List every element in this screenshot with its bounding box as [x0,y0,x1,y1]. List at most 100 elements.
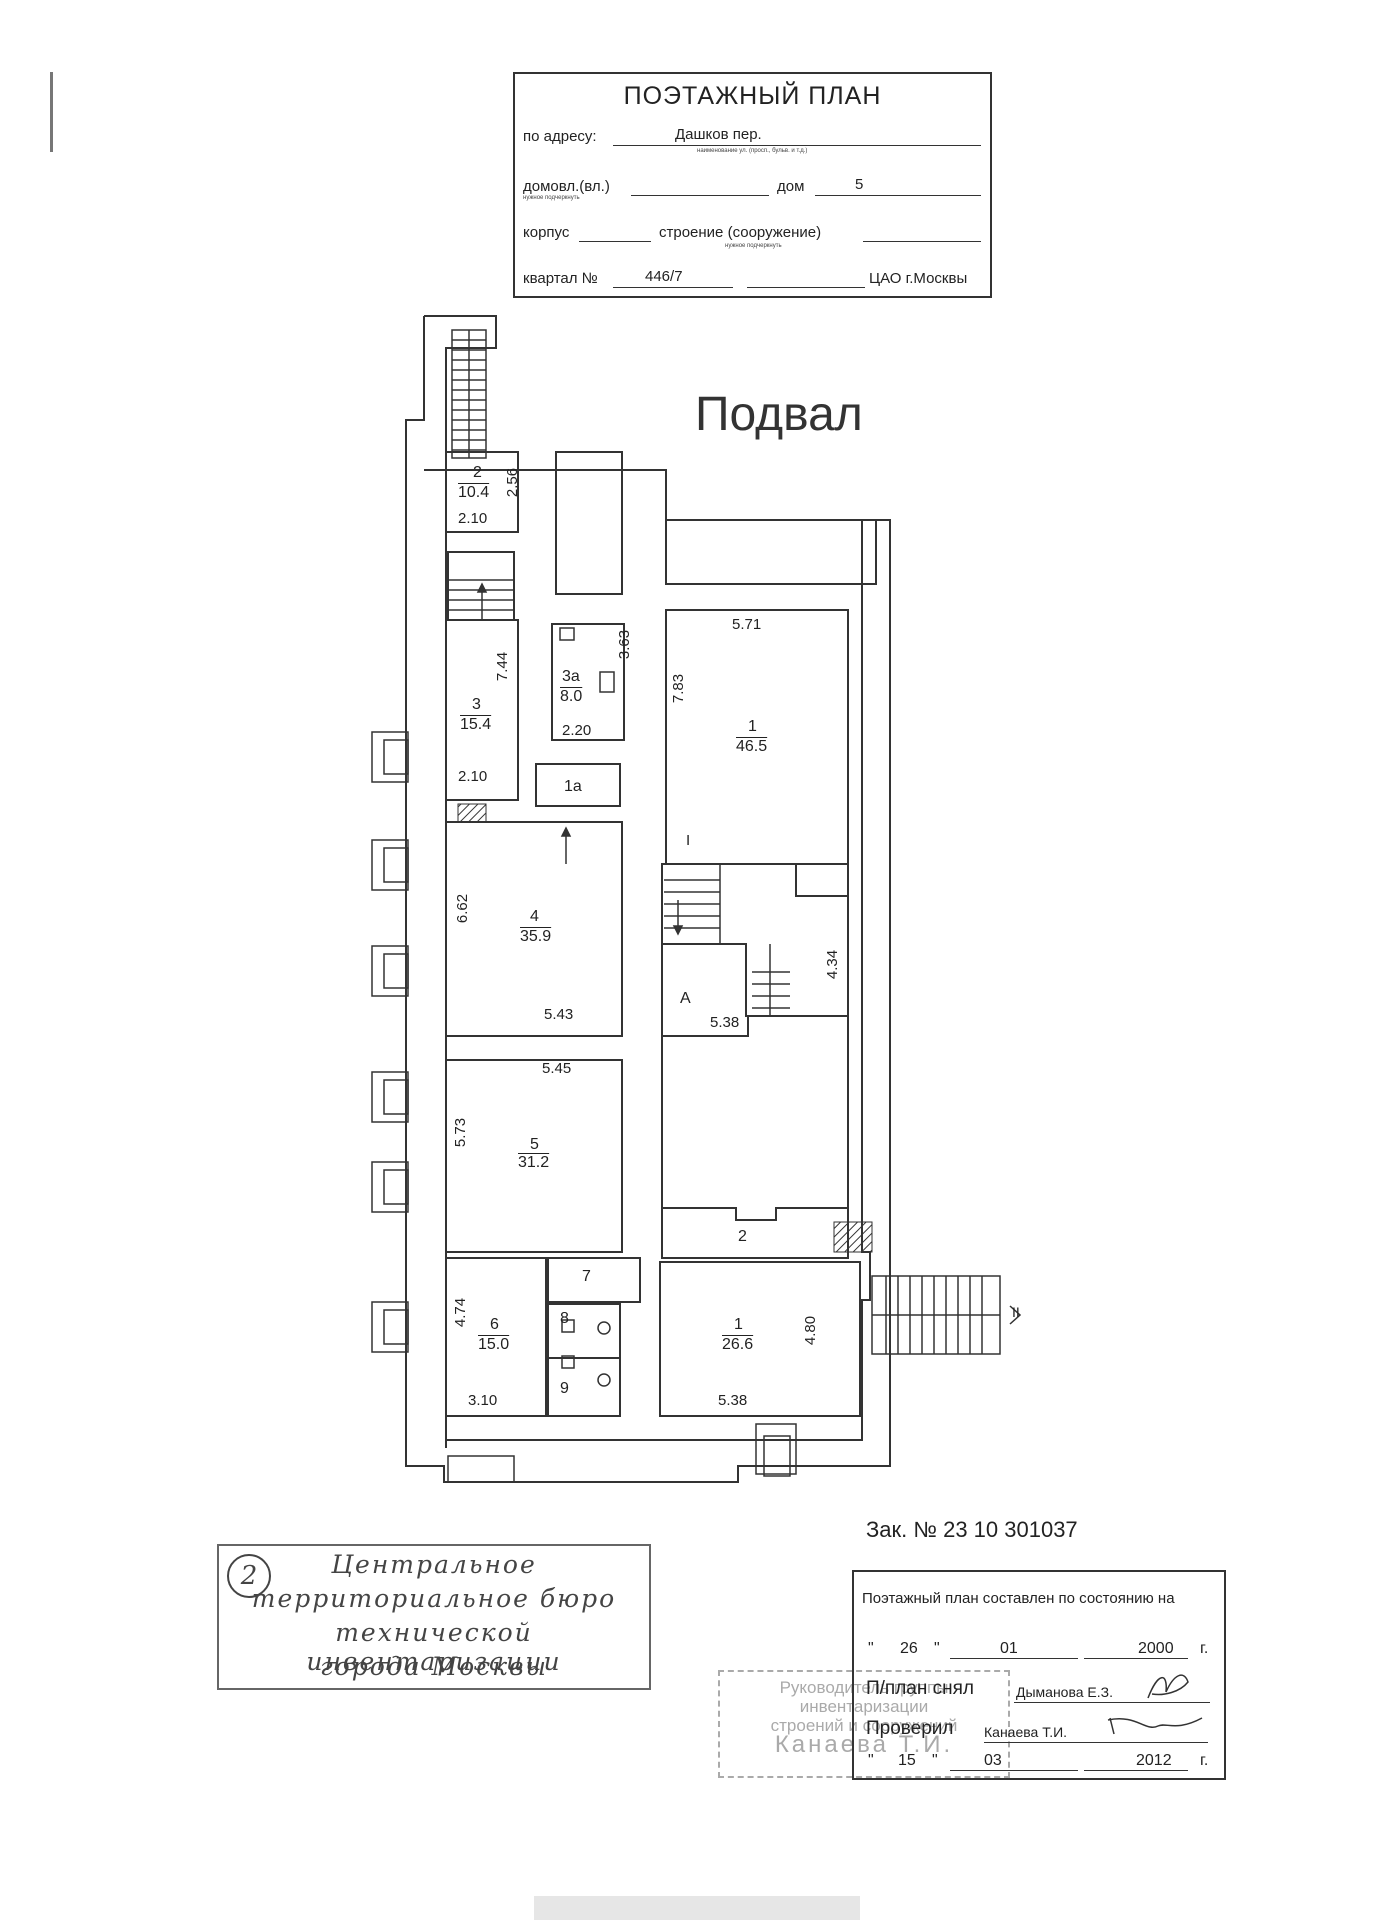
faint-stamp-line: Канаева Т.И. [774,1731,954,1758]
quote-mark: " [868,1752,874,1769]
top-stair [451,329,487,459]
room-area: 26.6 [722,1336,754,1353]
direction-arrows [476,582,684,936]
room-number: 1 [748,718,757,735]
signature [1107,1717,1203,1735]
date-line [950,1658,1078,1659]
room-number: 5 [530,1136,539,1153]
hatched-wall [833,1221,873,1253]
date-line [1084,1658,1188,1659]
room-dimension: 7.83 [670,673,688,704]
room-dimension: 5.45 [542,1060,572,1077]
room-number: 6 [490,1316,499,1333]
room-dimension: 5.38 [710,1014,740,1031]
address-value: Дашков пер. [675,126,762,143]
district-line [747,286,865,288]
address-label: по адресу: [523,128,597,145]
room-number: 9 [560,1380,569,1397]
interior-walls [445,451,877,1417]
faint-stamp-line: Руководитель группы [779,1678,949,1697]
room-dimension: 6.62 [454,893,472,924]
room-number: 1 [734,1316,743,1333]
date1-day: 26 [900,1640,918,1657]
faint-stamp-line: инвентаризации [799,1697,929,1716]
surveyed-label: П/план снял [866,1678,975,1699]
room-dimension: 2.10 [458,768,488,785]
year-suffix: г. [1200,1752,1209,1769]
date-line [1084,1770,1188,1771]
stair-mark: I [686,832,691,849]
room-number: 1а [564,778,582,795]
year-suffix: г. [1200,1640,1209,1657]
kvartal-value: 446/7 [645,268,683,285]
room-dimension: 5.43 [544,1006,574,1023]
room-dimension: 3.63 [616,629,634,660]
header-form: ПОЭТАЖНЫЙ ПЛАН по адресу: Дашков пер. на… [513,72,992,298]
kvartal-label: квартал № [523,270,598,287]
room-dimension: 2.56 [504,467,522,498]
signature [1147,1674,1189,1699]
plan-title: Подвал [695,388,863,441]
hatched-wall [457,803,487,823]
room-number: 2 [738,1228,747,1245]
date1-month: 01 [1000,1640,1018,1657]
room-number: 3а [562,668,580,685]
quote-mark: " [932,1752,938,1769]
room-dimension: 4.74 [452,1297,470,1328]
room-area: 10.4 [458,484,490,501]
room-area: 8.0 [560,688,583,705]
room-area: 35.9 [520,928,552,945]
korpus-label: корпус [523,224,570,241]
faint-stamp-line: строений и сооружений [770,1716,958,1735]
stamp-line: города Москвы [320,1652,548,1681]
room-dimension: 2.20 [562,722,592,739]
stamp-badge: 2 [227,1554,271,1598]
room-dimension: 5.71 [732,616,762,633]
status-box: Поэтажный план составлен по состоянию на… [852,1570,1226,1780]
inner-stairs [448,579,790,1016]
date1-year: 2000 [1138,1640,1174,1657]
date-line [950,1770,1078,1771]
stair-mark: II [1012,1304,1020,1320]
form-title: ПОЭТАЖНЫЙ ПЛАН [623,82,882,110]
status-heading: Поэтажный план составлен по состоянию на [862,1590,1175,1607]
stamp-line: территориальное бюро [251,1584,617,1613]
room-number: 3 [472,696,481,713]
scan-mark [50,72,53,152]
room-area: 15.4 [460,716,492,733]
faint-stamp: Руководитель группы инвентаризации строе… [718,1670,1010,1778]
korpus-line [579,240,651,242]
room-dimension: 4.80 [802,1315,820,1346]
room-number: A [680,990,691,1007]
kvartal-line [613,286,733,288]
dom-line [815,194,981,196]
stamp-line: технической инвентаризации [306,1618,562,1676]
room-area: 31.2 [518,1154,550,1171]
stroenie-label: строение (сооружение) [659,224,822,241]
room-number: 2 [473,464,482,481]
stamp-line: Центральное [331,1550,537,1579]
domovl-line [631,194,769,196]
signature-line [1014,1702,1210,1703]
address-hint: наименование ул. (просп., бульв. и т.д.) [697,148,808,154]
room-number: 4 [530,908,539,925]
stroenie-line [863,240,981,242]
room-area: 46.5 [736,738,768,755]
district-text: ЦАО г.Москвы [869,270,968,287]
room-number: 8 [560,1310,569,1327]
date2-month: 03 [984,1752,1002,1769]
surveyed-name: Дыманова Е.З. [1016,1684,1114,1700]
date2-day: 15 [898,1752,916,1769]
checked-label: Проверил [866,1718,954,1739]
address-line [613,144,981,146]
room-dimension: 5.38 [718,1392,748,1409]
domovl-label: домовл.(вл.) [523,178,610,195]
order-number: Зак. № 23 10 301037 [866,1517,1078,1542]
left-external-stairs [371,731,797,1483]
dom-label: дом [777,178,805,195]
room-dimension: 2.10 [458,510,488,527]
scan-mark [534,1896,860,1920]
room-dimension: 7.44 [494,651,512,682]
room-dimension: 5.73 [452,1117,470,1148]
